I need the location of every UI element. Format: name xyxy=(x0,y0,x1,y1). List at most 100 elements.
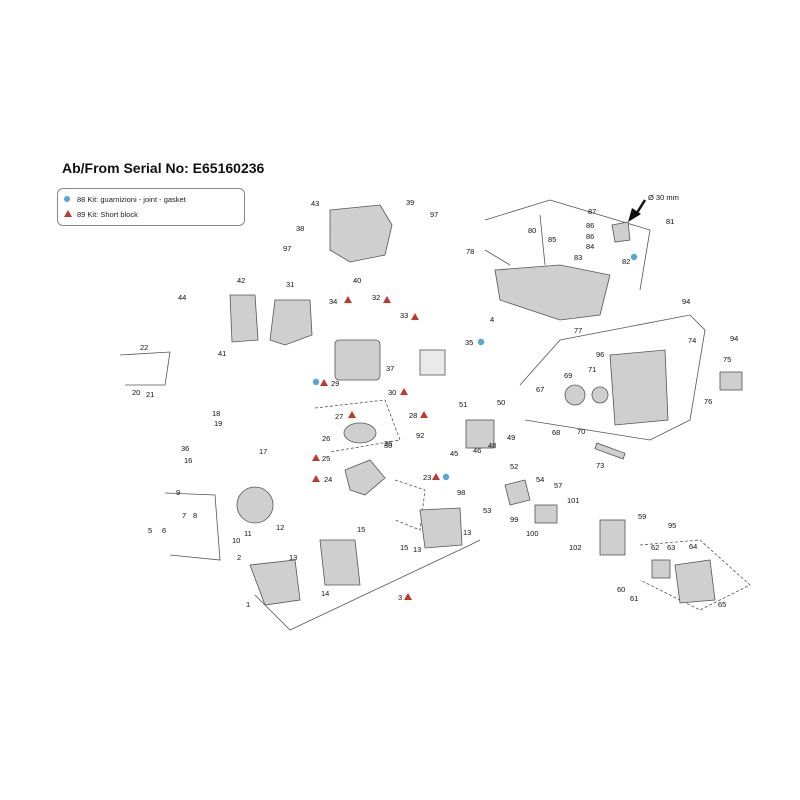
part-number: 8 xyxy=(193,511,197,520)
part-number: 23 xyxy=(423,473,431,482)
short-block-marker xyxy=(404,593,412,600)
short-block-marker xyxy=(432,473,440,480)
part-number: 43 xyxy=(311,199,319,208)
filter-element xyxy=(651,559,671,579)
part-number: 24 xyxy=(324,475,332,484)
crankcase-left xyxy=(249,559,301,606)
part-number: 38 xyxy=(296,224,304,233)
part-number: 32 xyxy=(372,293,380,302)
part-number: 14 xyxy=(321,589,329,598)
flywheel xyxy=(236,486,274,524)
dimension-callout: Ø 30 mm xyxy=(628,193,679,222)
part-number: 7 xyxy=(182,511,186,520)
part-number: 30 xyxy=(388,388,396,397)
part-number: 22 xyxy=(140,343,148,352)
part-number: 94 xyxy=(682,297,690,306)
part-number: 83 xyxy=(574,253,582,262)
part-number: 73 xyxy=(596,461,604,470)
part-number: 28 xyxy=(409,411,417,420)
gasket-marker xyxy=(312,378,320,386)
part-number: 40 xyxy=(353,276,361,285)
part-number: 86 xyxy=(586,221,594,230)
part-number: 86 xyxy=(586,232,594,241)
part-number: 81 xyxy=(666,217,674,226)
starter-pulley xyxy=(564,384,586,406)
part-number: 2 xyxy=(237,553,241,562)
part-number: 97 xyxy=(283,244,291,253)
legend-short-block-label: 89 Kit: Short block xyxy=(77,210,138,219)
gasket-marker xyxy=(442,473,450,481)
part-number: 3 xyxy=(398,593,402,602)
part-number: 64 xyxy=(689,542,697,551)
part-number: 59 xyxy=(638,512,646,521)
part-number: 16 xyxy=(184,456,192,465)
clutch-plate xyxy=(504,479,531,506)
part-number: 63 xyxy=(667,543,675,552)
part-number-labels: 1 2 3 4 5 6 7 8 9 10 11 12 13 13 13 14 1… xyxy=(132,198,738,609)
piston xyxy=(343,422,377,444)
carburetor xyxy=(534,504,558,524)
kit-markers xyxy=(312,253,638,600)
part-number: 62 xyxy=(651,543,659,552)
part-number: 37 xyxy=(386,364,394,373)
part-number: 20 xyxy=(132,388,140,397)
part-number: 61 xyxy=(630,594,638,603)
part-number: 95 xyxy=(668,521,676,530)
part-number: 69 xyxy=(564,371,572,380)
intake-frame xyxy=(599,519,626,556)
part-number: 10 xyxy=(232,536,240,545)
part-number: 53 xyxy=(483,506,491,515)
part-number: 54 xyxy=(536,475,544,484)
part-number: 48 xyxy=(488,441,496,450)
part-number: 71 xyxy=(588,365,596,374)
part-number: 27 xyxy=(335,412,343,421)
short-block-marker xyxy=(312,475,320,482)
part-number: 67 xyxy=(536,385,544,394)
part-number: 97 xyxy=(430,210,438,219)
part-number: 98 xyxy=(457,488,465,497)
part-number: 13 xyxy=(463,528,471,537)
legend-gasket-label: 88 Kit: guarnizioni - joint - gasket xyxy=(77,195,186,204)
short-block-kit-marker-icon xyxy=(64,210,72,217)
short-block-marker xyxy=(400,388,408,395)
gasket-marker xyxy=(477,338,485,346)
part-number: 33 xyxy=(400,311,408,320)
part-number: 46 xyxy=(473,446,481,455)
part-number: 29 xyxy=(331,379,339,388)
engine-cover xyxy=(329,204,393,263)
short-block-marker xyxy=(383,296,391,303)
muffler-bracket xyxy=(229,294,259,343)
part-number: 35 xyxy=(465,338,473,347)
part-number: 101 xyxy=(567,496,580,505)
dimension-label: Ø 30 mm xyxy=(648,193,679,202)
part-number: 80 xyxy=(528,226,536,235)
short-block-marker xyxy=(320,379,328,386)
part-number: 39 xyxy=(406,198,414,207)
crankcase-mid xyxy=(319,539,361,586)
part-number: 41 xyxy=(218,349,226,358)
short-block-marker xyxy=(420,411,428,418)
part-number: 15 xyxy=(357,525,365,534)
part-number: 30 xyxy=(384,441,392,450)
gasket-kit-marker-icon xyxy=(64,196,70,202)
grip-handle xyxy=(594,442,626,460)
part-number: 26 xyxy=(322,434,330,443)
air-filter-housing xyxy=(674,559,716,604)
legend-item-short-block: 89 Kit: Short block xyxy=(64,207,238,222)
part-number: 21 xyxy=(146,390,154,399)
air-filter xyxy=(719,371,743,391)
part-number: 100 xyxy=(526,529,539,538)
part-number: 6 xyxy=(162,526,166,535)
part-number: 49 xyxy=(507,433,515,442)
page-title: Ab/From Serial No: E65160236 xyxy=(62,160,265,176)
part-number: 84 xyxy=(586,242,594,251)
part-number: 77 xyxy=(574,326,582,335)
part-number: 42 xyxy=(237,276,245,285)
fuel-cap xyxy=(611,221,631,243)
heat-shield xyxy=(269,299,313,346)
part-number: 92 xyxy=(416,431,424,440)
short-block-marker xyxy=(312,454,320,461)
part-number: 18 xyxy=(212,409,220,418)
short-block-marker xyxy=(344,296,352,303)
ignition-coil xyxy=(465,419,495,449)
